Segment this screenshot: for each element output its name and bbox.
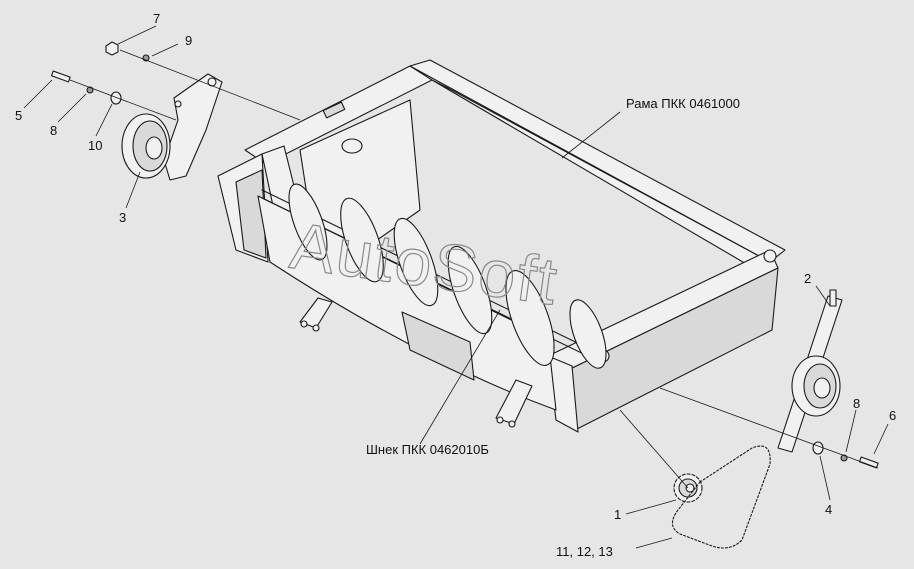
auger-bracket-left: [299, 297, 333, 329]
leader-auger: [419, 309, 501, 445]
bolt-icon: [50, 70, 71, 83]
callout-5: 5: [15, 108, 22, 123]
auger-guard: [401, 311, 475, 381]
callout-7: 7: [153, 11, 160, 26]
callout-frame: Рама ПКК 0461000: [626, 96, 740, 111]
leader-8-right: [845, 409, 857, 453]
callout-10: 10: [88, 138, 102, 153]
left-idler-group: [50, 41, 301, 181]
washer-10: [110, 91, 122, 105]
callout-8-left: 8: [50, 123, 57, 138]
leader-6: [873, 423, 889, 455]
sprocket-hub: [685, 483, 695, 493]
callout-auger: Шнек ПКК 0462010Б: [366, 442, 489, 457]
bolt-icon: [858, 456, 879, 469]
callouts: Рама ПКК 0461000 Шнек ПКК 0462010Б 1 2 3…: [15, 11, 896, 559]
sprocket-axis: [619, 409, 689, 489]
auger-flight-2: [340, 197, 384, 283]
auger-bracket-right: [495, 379, 533, 425]
leader-1: [625, 499, 677, 515]
callout-3: 3: [119, 210, 126, 225]
callout-8-right: 8: [853, 396, 860, 411]
frame-left-endplate-inner: [235, 169, 267, 259]
drive-group: [619, 409, 771, 549]
callout-4: 4: [825, 502, 832, 517]
leader-lines: [23, 25, 889, 549]
callout-2: 2: [804, 271, 811, 286]
tensioner-arm: [163, 73, 223, 181]
washer-icon: [812, 441, 824, 455]
callout-1: 1: [614, 507, 621, 522]
auger-flight-6: [569, 299, 607, 369]
auger-flight-3: [393, 217, 439, 307]
leader-9: [151, 43, 179, 57]
bolt-5: [50, 70, 71, 83]
frame-slot: [322, 101, 346, 119]
auger-bracket-pin: [300, 320, 308, 328]
washer-4: [812, 441, 824, 455]
leader-8-left: [57, 93, 87, 123]
leader-3: [125, 171, 141, 209]
left-idler-axis: [69, 79, 177, 121]
nut-7: [105, 41, 119, 56]
tensioner-arm-hole: [174, 100, 182, 108]
chain-icon: [671, 445, 771, 549]
left-nut-axis: [119, 49, 301, 121]
bolt-6: [858, 456, 879, 469]
auger-assembly: [257, 183, 607, 428]
nut-icon: [105, 41, 119, 56]
lock-washer-8-right: [840, 454, 848, 462]
auger-flight-1: [288, 183, 328, 261]
right-pulley-hub: [813, 377, 831, 399]
auger-bracket-pin: [312, 324, 320, 332]
callout-9: 9: [185, 33, 192, 48]
callout-11-13: 11, 12, 13: [556, 544, 613, 559]
leader-10: [95, 103, 113, 137]
callout-6: 6: [889, 408, 896, 423]
right-idler-group: [659, 289, 879, 469]
frame-tube-end: [763, 249, 777, 263]
frame-panel-hole: [341, 138, 363, 154]
idler-pulley-hub: [145, 136, 163, 160]
leader-7: [117, 25, 157, 45]
washer-icon: [110, 91, 122, 105]
leader-5: [23, 79, 53, 109]
right-idler-axis: [659, 387, 879, 469]
leader-4: [819, 455, 831, 501]
auger-flight-5: [505, 270, 555, 366]
leader-frame: [561, 111, 621, 159]
leader-11-13: [635, 537, 673, 549]
auger-bracket-pin: [508, 420, 516, 428]
tensioner-bolt-head: [829, 289, 837, 307]
auger-bracket-pin: [496, 416, 504, 424]
pulley-icon: [121, 113, 171, 179]
pulley-icon: [791, 355, 841, 417]
drive-chain: [671, 445, 771, 549]
leader-2: [815, 285, 831, 307]
